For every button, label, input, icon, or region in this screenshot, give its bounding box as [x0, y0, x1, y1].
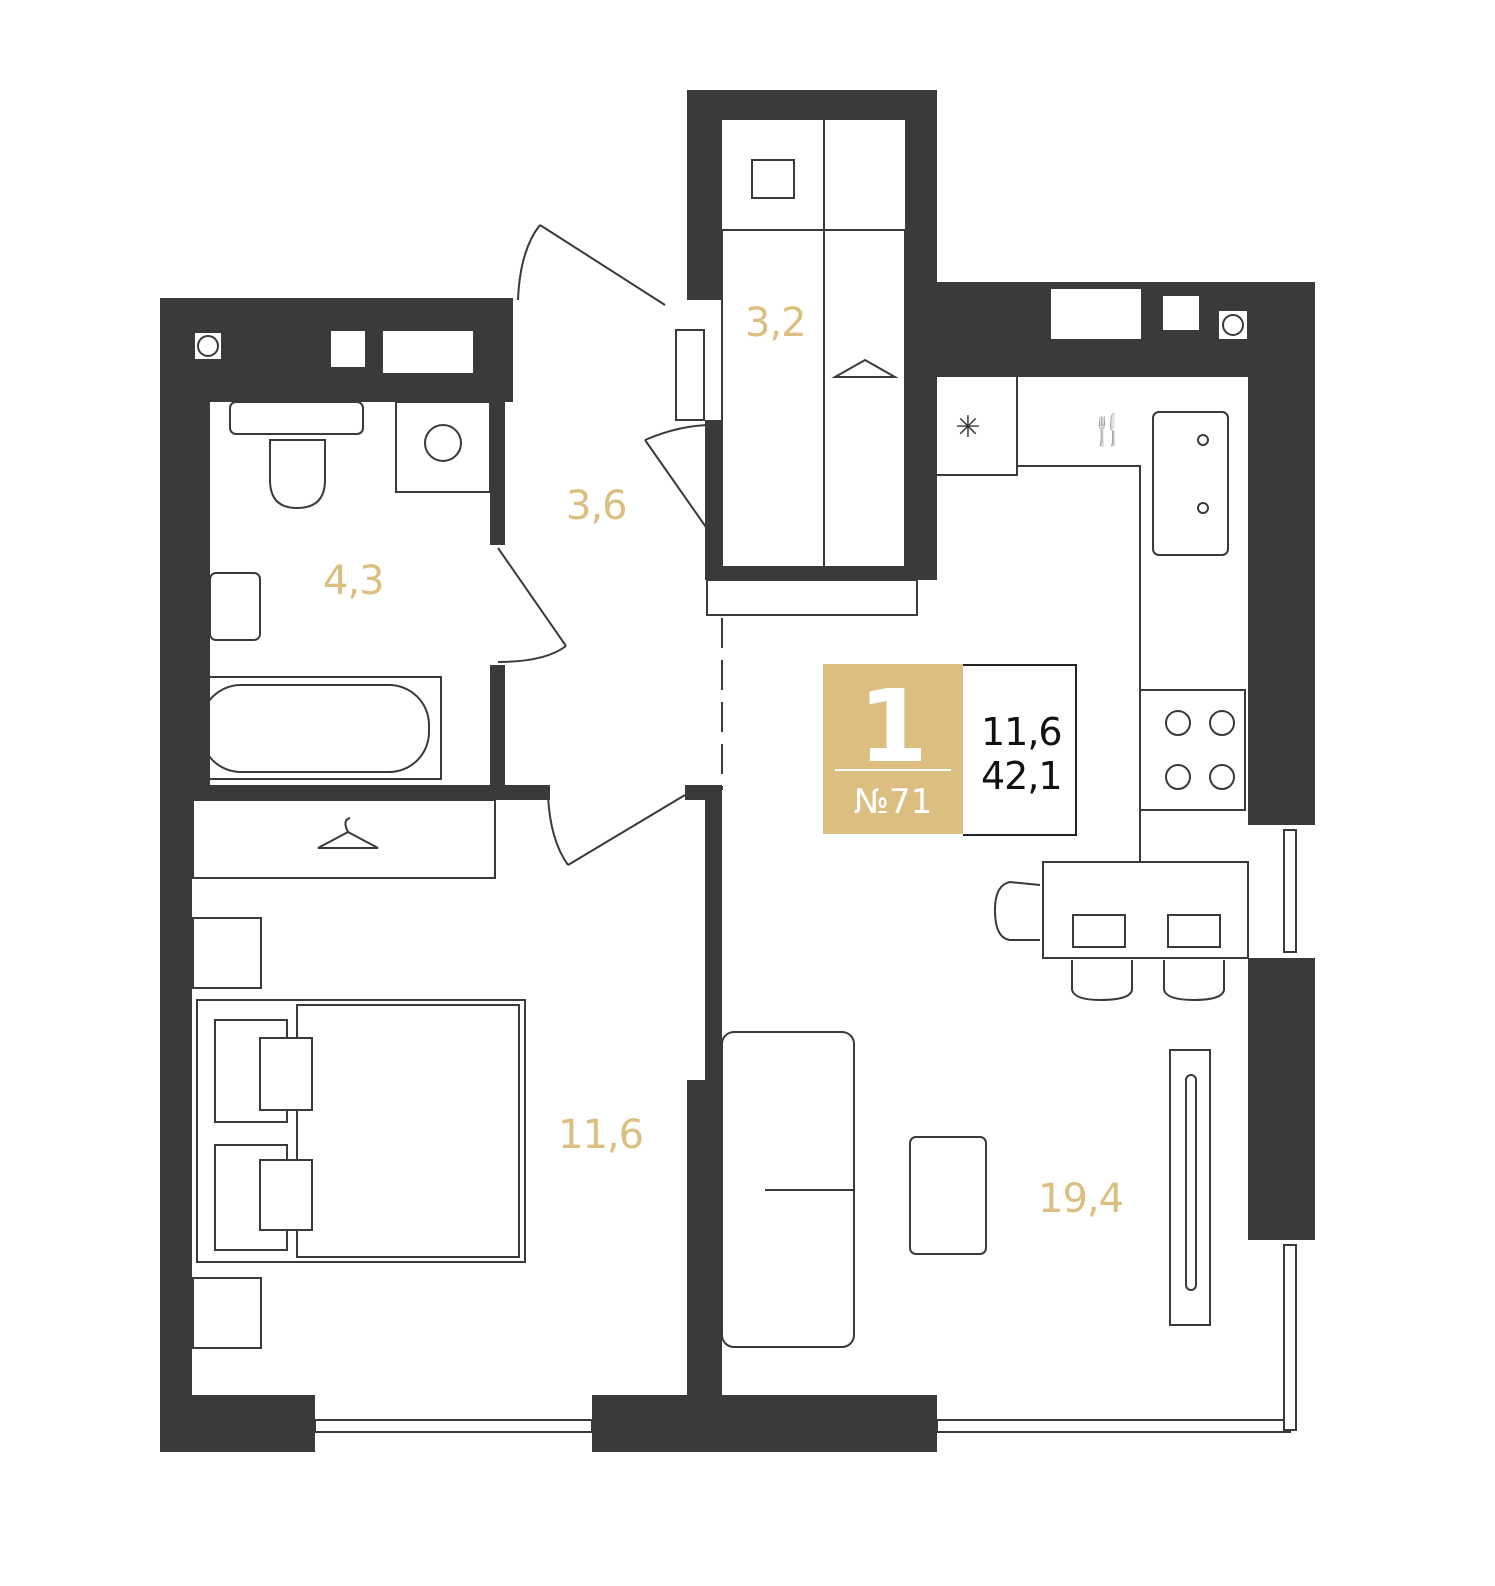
svg-text:🍴: 🍴: [1089, 412, 1126, 448]
total-area: 42,1: [981, 754, 1063, 798]
room-area-hallway: 3,6: [566, 483, 628, 529]
living-area: 11,6: [981, 710, 1063, 754]
room-area-bedroom: 11,6: [558, 1112, 644, 1158]
room-area-wardrobe: 3,2: [745, 300, 807, 346]
furniture: ✳ 🍴: [192, 120, 1249, 1349]
svg-text:✳: ✳: [955, 410, 980, 445]
rooms-count: 1: [858, 668, 928, 785]
room-area-bathroom: 4,3: [323, 558, 385, 604]
apartment-badge: 1 №71: [823, 664, 963, 834]
area-summary: 11,6 42,1: [963, 664, 1077, 836]
badge-divider: [835, 769, 951, 771]
windows: [314, 829, 1297, 1433]
apartment-number: №71: [853, 782, 933, 822]
walls: [160, 90, 1315, 1452]
doors: [497, 224, 723, 866]
room-area-kitchen-living: 19,4: [1038, 1176, 1124, 1222]
